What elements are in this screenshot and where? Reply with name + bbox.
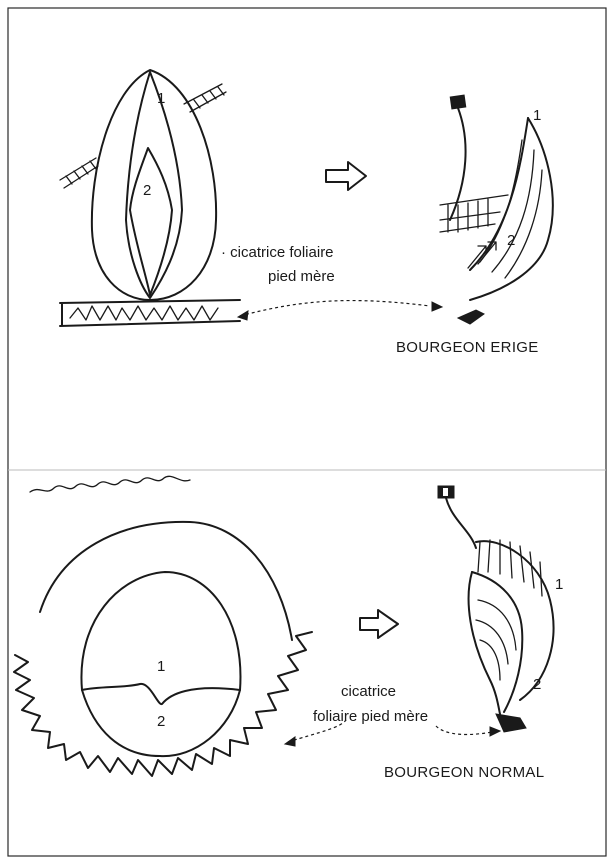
- bud-grid: [440, 195, 508, 232]
- top-scar-label-line1: · cicatrice foliaire: [221, 244, 334, 261]
- bottom-left-number-1: 1: [157, 658, 165, 675]
- bud-veins: [476, 600, 516, 680]
- bottom-right-number-1: 1: [555, 576, 563, 593]
- hatched-strip: [30, 476, 190, 492]
- erect-bud-side-view: [440, 95, 553, 324]
- top-pointer-head-left: [238, 311, 248, 320]
- bud-left-edge: [469, 572, 500, 714]
- top-left-number-1: 1: [157, 90, 165, 107]
- bottom-scar-pointer-right: [436, 726, 492, 734]
- bottom-pointer-head-right: [490, 727, 500, 736]
- outer-arc: [40, 522, 292, 640]
- bottom-pointer-head-left: [285, 737, 295, 746]
- bud-outer-curve: [470, 118, 528, 270]
- bud-inner-lines: [480, 140, 542, 278]
- top-right-number-1: 1: [533, 107, 541, 124]
- top-pointer-head-right: [432, 302, 442, 311]
- erect-bud-caption: BOURGEON ERIGE: [396, 339, 539, 356]
- upper-scar-mark: [450, 95, 466, 109]
- bottom-scar-label-line2: foliaire pied mère: [313, 708, 428, 725]
- bottom-scar-label-line1: cicatrice: [341, 683, 396, 700]
- hood-hatching: [478, 540, 542, 596]
- normal-bud-front-view: [14, 476, 312, 776]
- top-scar-label-line2: pied mère: [268, 268, 335, 285]
- lower-scar-mark: [458, 310, 484, 324]
- petiole-stem: [446, 498, 476, 548]
- bottom-left-number-2: 2: [157, 713, 165, 730]
- bottom-scar-mark: [496, 714, 526, 732]
- top-left-number-2: 2: [143, 182, 151, 199]
- normal-bud-side-view: [438, 486, 553, 732]
- transition-arrow-bottom: [360, 610, 398, 638]
- top-scar-pointer: [240, 301, 430, 316]
- bottom-right-number-2: 2: [533, 676, 541, 693]
- leaf-scar-zigzag: [70, 306, 218, 320]
- bud-inner-curve: [470, 118, 553, 300]
- normal-bud-caption: BOURGEON NORMAL: [384, 764, 544, 781]
- hatched-stem-left: [60, 158, 98, 188]
- transition-arrow-top: [326, 162, 366, 190]
- top-right-number-2: 2: [507, 232, 515, 249]
